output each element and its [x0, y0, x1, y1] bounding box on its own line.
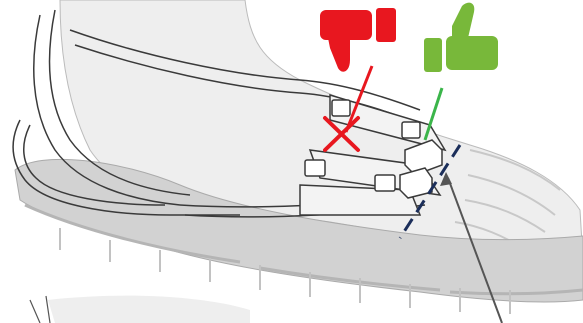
buckle-left-middle	[305, 160, 325, 176]
thumbs-down-icon	[320, 8, 396, 72]
buckle-right-lower	[375, 175, 395, 191]
buckle-right-top	[402, 122, 420, 138]
buckle-left-top	[332, 100, 350, 116]
thumbs-up-icon	[424, 3, 498, 72]
lower-panel-partial	[30, 296, 250, 323]
correct-placement-indicator	[424, 3, 498, 140]
